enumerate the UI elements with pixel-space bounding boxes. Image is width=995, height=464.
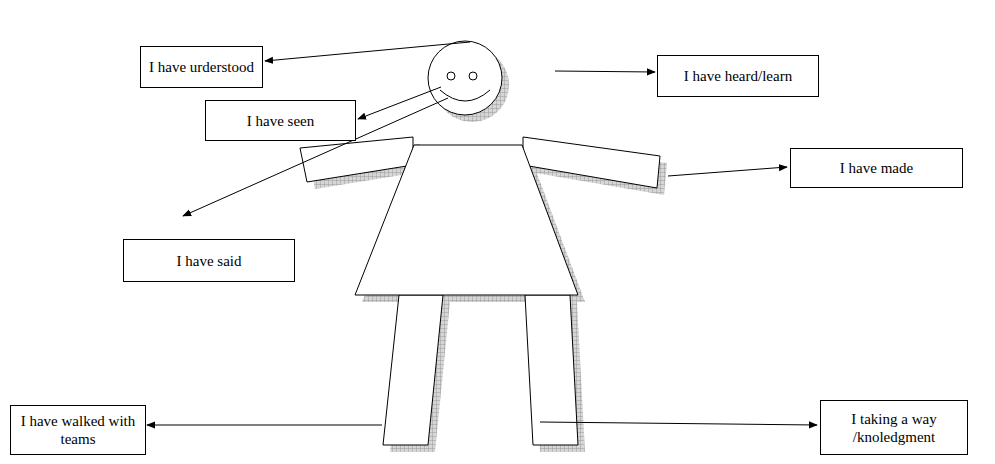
box-label: I have made [840, 159, 913, 177]
box-label: I have said [177, 252, 242, 270]
leader-line [147, 425, 382, 426]
text-box: I have walked with teams [10, 405, 146, 455]
leader-line [358, 87, 441, 119]
box-label: I have heard/learn [684, 67, 792, 85]
leader-line [540, 422, 817, 425]
text-box: I have urderstood [140, 46, 263, 88]
text-box: I have seen [205, 100, 356, 141]
box-label: I have walked with teams [17, 412, 139, 448]
leader-line [668, 167, 787, 176]
text-box: I taking a way /knoledgment [820, 400, 968, 455]
box-label: I have urderstood [149, 58, 254, 76]
leader-line [183, 98, 448, 216]
leader-line [265, 42, 470, 61]
leader-arrows [147, 42, 817, 425]
text-box: I have made [790, 148, 963, 188]
leader-line [555, 71, 655, 72]
text-box: I have heard/learn [657, 55, 819, 97]
text-box: I have said [123, 239, 295, 282]
box-label: I have seen [247, 112, 314, 130]
box-label: I taking a way /knoledgment [827, 410, 961, 446]
figure-shadow [308, 48, 667, 452]
